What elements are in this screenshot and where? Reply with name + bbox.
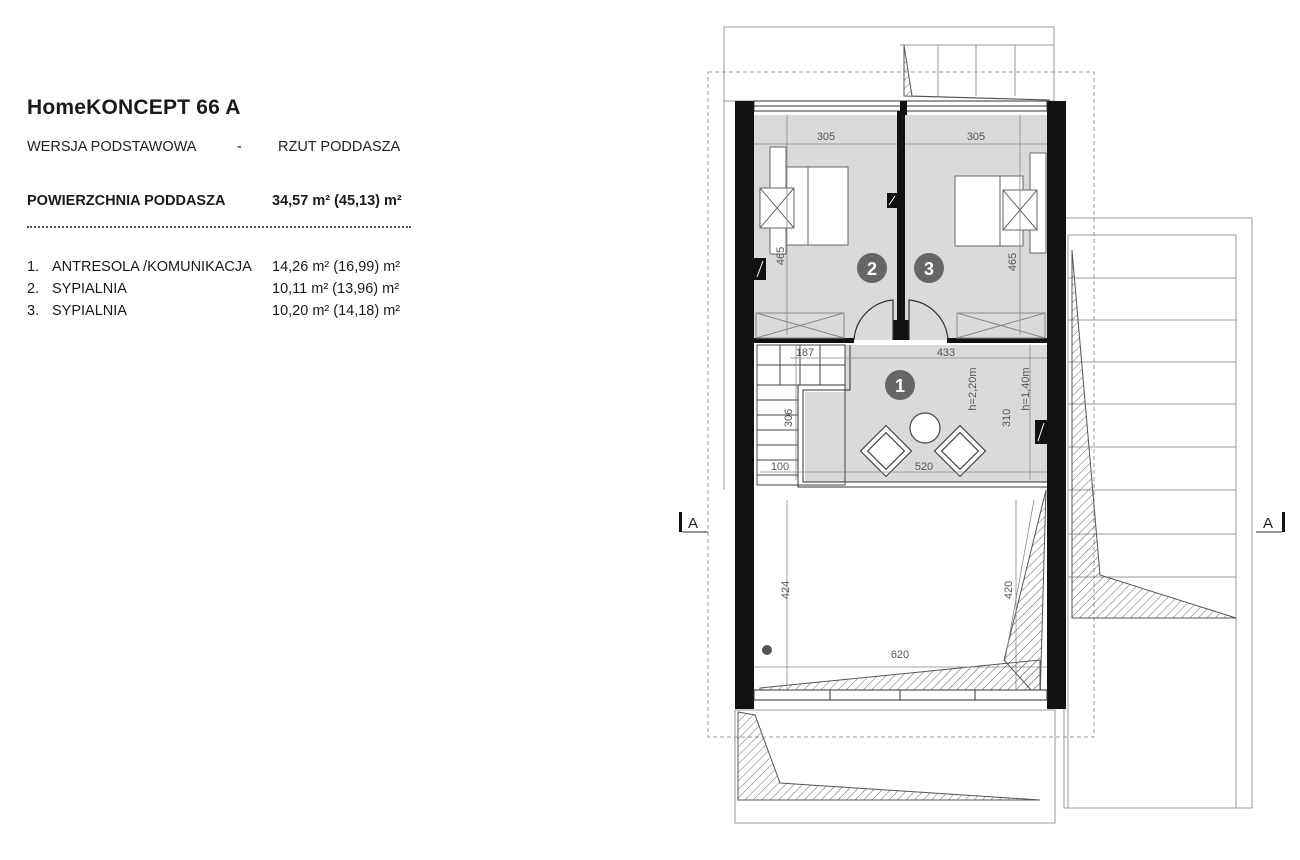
room-marker-3: 3 <box>924 259 934 279</box>
dim-room2-width: 305 <box>817 131 835 143</box>
overhang-outline <box>707 71 1095 738</box>
height-high: h=2,20m <box>967 367 979 410</box>
room-marker: 1 <box>885 370 915 400</box>
room-marker: 3 <box>914 253 944 283</box>
roof-rafters-top <box>900 44 1054 96</box>
room-area: 10,20 m² (14,18) m² <box>272 303 401 319</box>
dim-stair-depth: 306 <box>783 409 795 427</box>
dim-void-width: 620 <box>891 649 909 661</box>
coffee-table <box>909 412 941 444</box>
dim-stair-width: 100 <box>771 461 789 473</box>
room-area: 10,11 m² (13,96) m² <box>272 281 400 297</box>
room-marker: 2 <box>857 253 887 283</box>
dim-mezzanine-depth: 310 <box>1001 409 1013 427</box>
dim-mezzanine-width: 520 <box>915 461 933 473</box>
room-name: SYPIALNIA <box>52 303 127 319</box>
room-name: SYPIALNIA <box>52 281 127 297</box>
room-number: 2. <box>27 281 40 297</box>
dimension-lines <box>754 115 1047 690</box>
dim-room3-depth: 465 <box>1007 253 1019 271</box>
room-number: 3. <box>27 303 40 319</box>
section-marker-left: A <box>679 512 708 533</box>
wardrobe <box>755 312 1046 339</box>
plan-title: HomeKONCEPT 66 A <box>27 96 241 119</box>
interior-walls <box>754 111 1047 343</box>
plan-name-label: RZUT PODDASZA <box>278 139 401 155</box>
exterior-walls <box>735 101 1066 709</box>
door-swings <box>853 299 949 341</box>
staircase <box>756 344 846 486</box>
section-marker-right: A <box>1256 512 1285 533</box>
room-name: ANTRESOLA /KOMUNIKACJA <box>52 259 252 275</box>
dim-room2-depth: 465 <box>775 247 787 265</box>
dim-void-left: 424 <box>780 581 792 599</box>
dim-mezzanine-top: 433 <box>937 347 955 359</box>
room-number: 1. <box>27 259 40 275</box>
section-label: A <box>1263 515 1273 532</box>
vent-icon <box>754 193 1047 444</box>
roof-slope-hatching <box>737 44 1237 801</box>
dotted-divider <box>27 226 411 228</box>
room-area: 14,26 m² (16,99) m² <box>272 259 401 275</box>
room-marker-1: 1 <box>895 376 905 396</box>
dim-room3-width: 305 <box>967 131 985 143</box>
window-strip-bottom <box>753 689 1048 701</box>
attic-area-value: 34,57 m² (45,13) m² <box>272 193 402 209</box>
roof-rafters-right <box>1068 234 1236 578</box>
height-low: h=1,40m <box>1020 367 1032 410</box>
section-label: A <box>688 515 698 532</box>
subtitle-dash: - <box>237 139 242 155</box>
armchair <box>859 424 987 478</box>
version-label: WERSJA PODSTAWOWA <box>27 139 197 155</box>
room-marker-2: 2 <box>867 259 877 279</box>
dim-landing: 187 <box>796 347 814 359</box>
dim-void-right: 420 <box>1003 581 1015 599</box>
drain-icon <box>762 645 772 655</box>
attic-area-label: POWIERZCHNIA PODDASZA <box>27 193 226 209</box>
bed <box>759 146 1047 255</box>
